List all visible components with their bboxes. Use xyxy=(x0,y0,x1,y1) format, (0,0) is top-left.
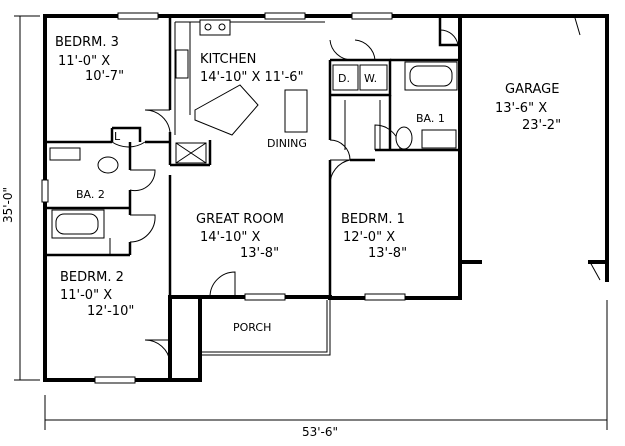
interior-walls xyxy=(45,16,460,297)
garage-name: GARAGE xyxy=(505,82,559,97)
great-room-width: 14'-10" X xyxy=(200,230,260,245)
kitchen-dim: 14'-10" X 11'-6" xyxy=(200,70,304,85)
bedroom2-width: 11'-0" X xyxy=(60,288,112,303)
bedroom2-height: 12'-10" xyxy=(87,304,134,319)
bedroom1-width: 12'-0" X xyxy=(343,230,395,245)
garage-height: 23'-2" xyxy=(522,118,561,133)
bedroom1-height: 13'-8" xyxy=(368,246,407,261)
bedroom2-name: BEDRM. 2 xyxy=(60,270,124,285)
fixtures xyxy=(49,19,458,356)
bedroom1-name: BEDRM. 1 xyxy=(341,212,405,227)
linen-label: L xyxy=(114,130,121,143)
bath1-name: BA. 1 xyxy=(416,112,445,125)
windows xyxy=(41,12,406,384)
kitchen-name: KITCHEN xyxy=(200,52,256,67)
width-dimension: 53'-6" xyxy=(302,425,338,439)
bedroom3-width: 11'-0" X xyxy=(58,54,110,69)
bath2-name: BA. 2 xyxy=(76,188,105,201)
garage-width: 13'-6" X xyxy=(495,101,547,116)
great-room-height: 13'-8" xyxy=(240,246,279,261)
washer-label: W. xyxy=(364,72,377,85)
porch-name: PORCH xyxy=(233,321,271,334)
dryer-label: D. xyxy=(338,72,350,85)
great-room-name: GREAT ROOM xyxy=(196,212,284,227)
bedroom3-height: 10'-7" xyxy=(85,69,124,84)
dimension-lines xyxy=(14,15,608,430)
dining-name: DINING xyxy=(267,137,307,150)
bedroom3-name: BEDRM. 3 xyxy=(55,35,119,50)
depth-dimension: 35'-0" xyxy=(1,187,15,223)
